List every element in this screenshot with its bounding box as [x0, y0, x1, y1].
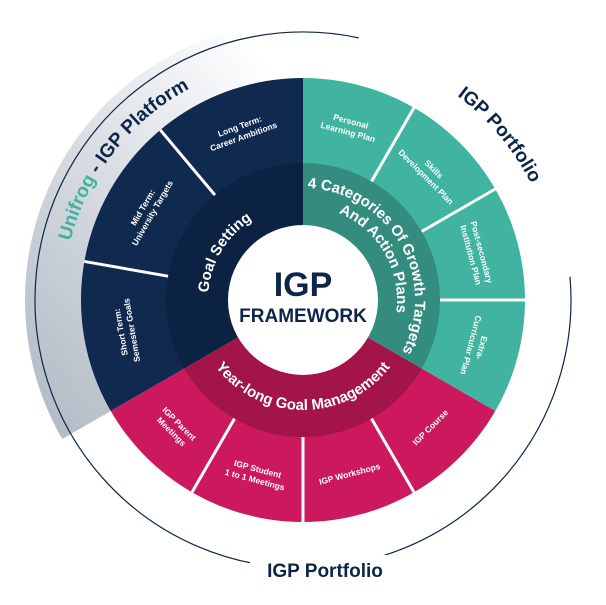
goal-setting-ring [166, 163, 303, 369]
center-subtitle: FRAMEWORK [239, 306, 367, 327]
portfolio-label-bottom: IGP Portfolio [267, 561, 383, 582]
growth-targets-ring [303, 163, 440, 369]
segment-dividers [84, 106, 525, 522]
navy-outer-ring [81, 78, 304, 411]
bottom-label-gap [250, 555, 400, 585]
segment-divider [190, 417, 236, 494]
segment-divider [159, 128, 217, 197]
segment-divider [420, 187, 497, 233]
segment-divider [370, 106, 416, 183]
goal-management-ring [184, 335, 422, 437]
segment-divider [84, 259, 169, 278]
teal-outer-ring [303, 78, 525, 411]
center-title: IGP [274, 266, 333, 304]
center-circle [228, 225, 378, 375]
platform-shade-band [25, 22, 304, 439]
segment-divider [370, 417, 416, 494]
outer-boundary-line [34, 31, 572, 569]
